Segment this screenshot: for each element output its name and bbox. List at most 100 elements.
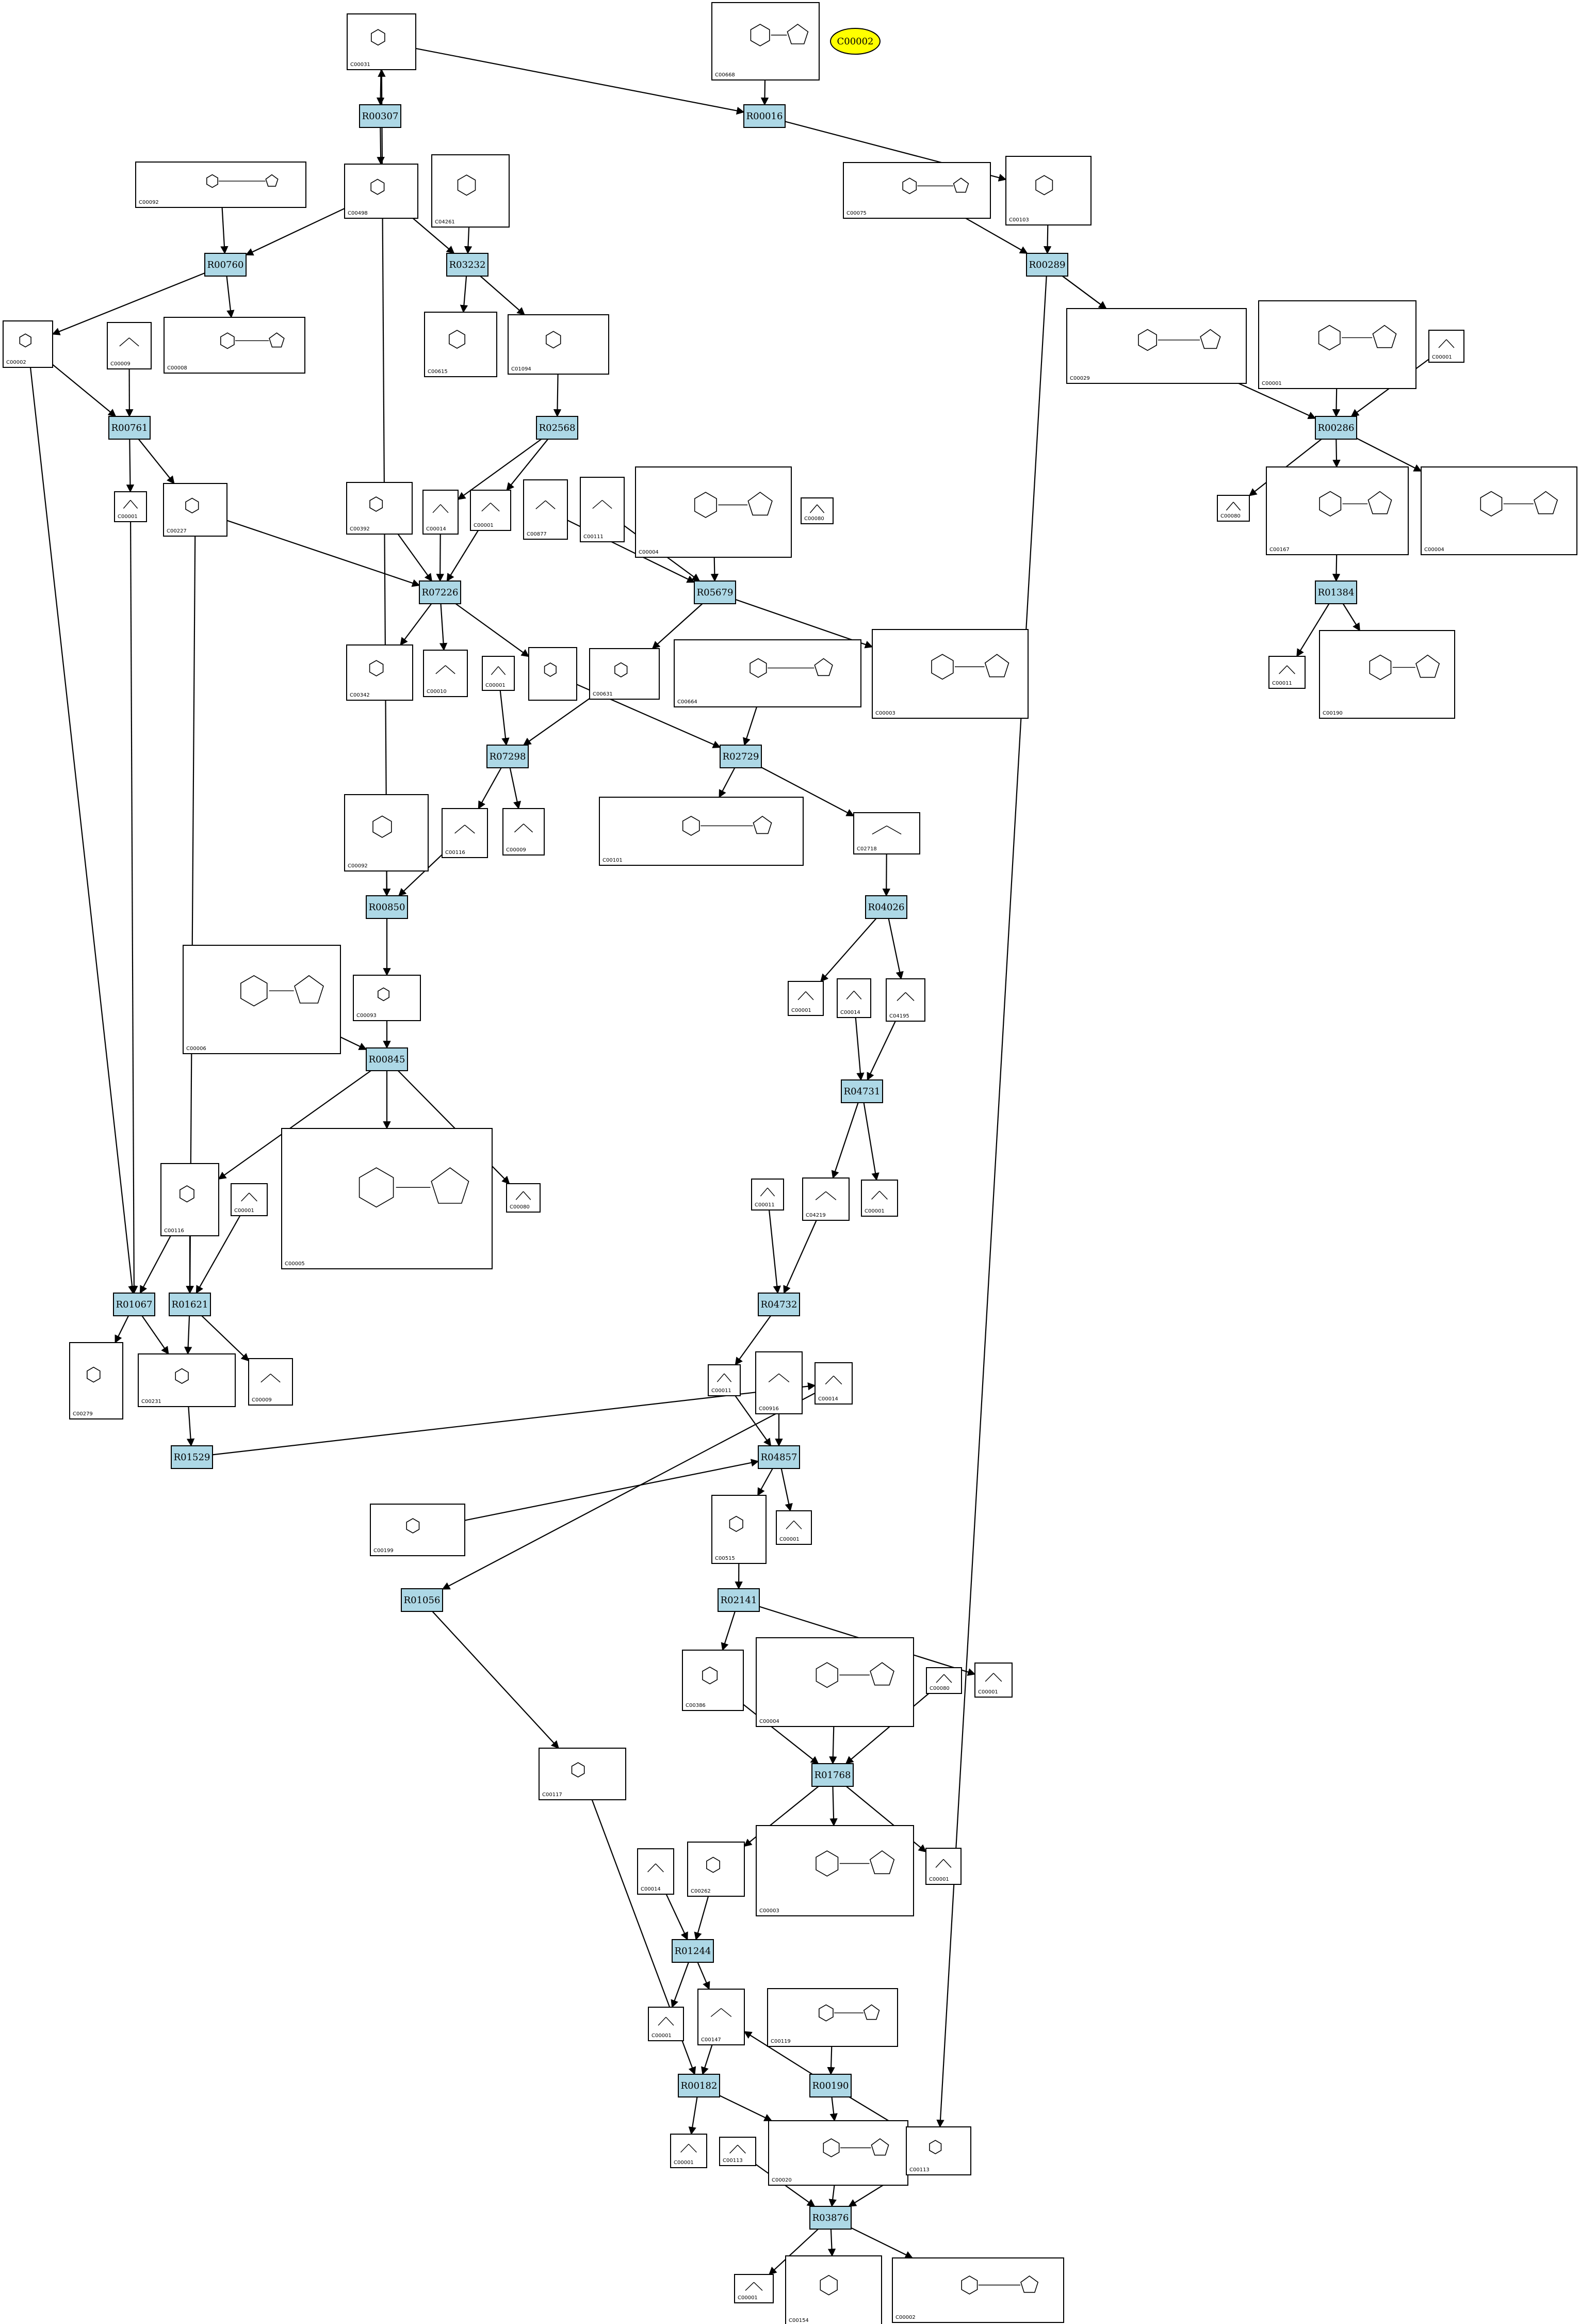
reaction-R00307[interactable]: R00307 [359, 104, 401, 128]
compound-C00116[interactable]: C00116 [442, 808, 488, 858]
compound-C00020[interactable]: C00020 [768, 2120, 908, 2186]
compound-C00009[interactable]: C00009 [248, 1358, 293, 1406]
reaction-R00850[interactable]: R00850 [366, 895, 408, 919]
compound-C00014[interactable]: C00014 [422, 490, 459, 535]
compound-C00001[interactable]: C00001 [1428, 330, 1464, 363]
reaction-R02729[interactable]: R02729 [720, 745, 762, 768]
compound-C00003[interactable]: C00003 [872, 629, 1029, 719]
compound-C00004[interactable]: C00004 [635, 466, 792, 558]
compound-C00010[interactable]: C00010 [423, 650, 468, 697]
compound-C00008[interactable]: C00008 [164, 317, 305, 374]
compound-C00001[interactable]: C00001 [670, 2134, 707, 2168]
compound-C00498[interactable]: C00498 [344, 164, 418, 219]
reaction-R00761[interactable]: R00761 [108, 416, 151, 440]
compound-C00092[interactable]: C00092 [135, 162, 306, 208]
reaction-R07226[interactable]: R07226 [419, 580, 461, 604]
compound-C00001[interactable]: C00001 [788, 981, 824, 1016]
compound-C00101[interactable]: C00101 [599, 797, 804, 866]
compound-C00167[interactable]: C00167 [1266, 466, 1409, 555]
compound-C00093[interactable]: C00093 [353, 975, 421, 1021]
reaction-R03876[interactable]: R03876 [809, 2206, 852, 2230]
compound-C00113[interactable]: C00113 [719, 2137, 756, 2166]
reaction-R01384[interactable]: R01384 [1315, 580, 1357, 604]
compound-C00006[interactable]: C00006 [183, 945, 341, 1054]
compound-C00001[interactable]: C00001 [925, 1848, 962, 1885]
compound-C00113[interactable]: C00113 [906, 2126, 971, 2175]
reaction-R01067[interactable]: R01067 [113, 1293, 155, 1316]
compound-C00001[interactable]: C00001 [114, 491, 147, 522]
compound-C00199[interactable]: C00199 [370, 1504, 465, 1556]
highlighted-compound[interactable]: C00002 [830, 28, 881, 55]
reaction-R04026[interactable]: R04026 [865, 895, 907, 919]
compound-C00004[interactable]: C00004 [1421, 466, 1577, 555]
reaction-R05679[interactable]: R05679 [694, 580, 736, 604]
compound-C00002[interactable]: C00002 [3, 320, 53, 368]
compound-C00147[interactable]: C00147 [697, 1989, 745, 2045]
compound-C00342[interactable]: C00342 [346, 644, 413, 701]
compound-C00262[interactable]: C00262 [687, 1842, 745, 1897]
compound-C00011[interactable]: C00011 [708, 1364, 741, 1396]
reaction-R00760[interactable]: R00760 [204, 253, 247, 277]
reaction-R00286[interactable]: R00286 [1315, 416, 1357, 440]
compound-C04261[interactable]: C04261 [431, 154, 510, 228]
compound-C00119[interactable]: C00119 [767, 1988, 898, 2047]
compound-C00080[interactable]: C00080 [801, 497, 834, 524]
compound-C00031[interactable]: C00031 [347, 13, 416, 70]
reaction-R04731[interactable]: R04731 [841, 1079, 883, 1103]
compound-C00037[interactable] [528, 647, 577, 701]
compound-C00877[interactable]: C00877 [523, 479, 568, 540]
reaction-R00190[interactable]: R00190 [809, 2074, 852, 2097]
compound-C00001[interactable]: C00001 [1258, 300, 1416, 389]
compound-C00075[interactable]: C00075 [843, 162, 991, 219]
reaction-R07298[interactable]: R07298 [486, 745, 529, 768]
reaction-R01768[interactable]: R01768 [811, 1763, 854, 1787]
compound-C00227[interactable]: C00227 [163, 483, 227, 537]
compound-C00003[interactable]: C00003 [756, 1825, 914, 1916]
compound-C04219[interactable]: C04219 [802, 1177, 850, 1221]
compound-C00011[interactable]: C00011 [1268, 656, 1306, 689]
compound-C00002[interactable]: C00002 [892, 2257, 1064, 2323]
reaction-R01621[interactable]: R01621 [169, 1293, 211, 1316]
compound-C00004[interactable]: C00004 [756, 1637, 914, 1727]
compound-C00014[interactable]: C00014 [637, 1848, 674, 1895]
compound-C00190[interactable]: C00190 [1319, 630, 1455, 719]
compound-C00001[interactable]: C00001 [861, 1180, 898, 1217]
compound-C00005[interactable]: C00005 [281, 1128, 493, 1269]
compound-C00080[interactable]: C00080 [506, 1183, 541, 1213]
compound-C00014[interactable]: C00014 [837, 978, 871, 1018]
compound-C00092[interactable]: C00092 [344, 794, 429, 872]
compound-C02718[interactable]: C02718 [853, 812, 920, 854]
compound-C00111[interactable]: C00111 [580, 477, 625, 542]
reaction-R02141[interactable]: R02141 [718, 1588, 760, 1612]
compound-C04195[interactable]: C04195 [886, 978, 925, 1022]
reaction-R04732[interactable]: R04732 [758, 1293, 800, 1316]
reaction-R03232[interactable]: R03232 [446, 253, 488, 277]
reaction-R00016[interactable]: R00016 [743, 104, 786, 128]
reaction-R01244[interactable]: R01244 [672, 1939, 714, 1963]
compound-C00001[interactable]: C00001 [482, 656, 515, 691]
compound-C00615[interactable]: C00615 [424, 312, 497, 377]
compound-C00029[interactable]: C00029 [1066, 308, 1247, 384]
compound-C00001[interactable]: C00001 [734, 2274, 774, 2303]
compound-C00014[interactable]: C00014 [815, 1362, 853, 1405]
compound-C00116[interactable]: C00116 [160, 1163, 219, 1236]
compound-C00668[interactable]: C00668 [711, 2, 820, 80]
compound-C00664[interactable]: C00664 [674, 639, 861, 707]
compound-C00231[interactable]: C00231 [138, 1353, 236, 1407]
compound-C00515[interactable]: C00515 [711, 1495, 767, 1564]
compound-C00080[interactable]: C00080 [926, 1667, 962, 1694]
reaction-R00182[interactable]: R00182 [678, 2074, 720, 2097]
compound-C00009[interactable]: C00009 [107, 322, 152, 369]
reaction-R00845[interactable]: R00845 [366, 1047, 408, 1071]
reaction-R00289[interactable]: R00289 [1026, 253, 1068, 277]
compound-C00001[interactable]: C00001 [231, 1183, 268, 1216]
compound-C00001[interactable]: C00001 [776, 1510, 812, 1545]
compound-C00117[interactable]: C00117 [539, 1748, 626, 1800]
compound-C00631[interactable]: C00631 [589, 648, 660, 700]
compound-C00080[interactable]: C00080 [1217, 495, 1250, 522]
compound-C00103[interactable]: C00103 [1005, 156, 1092, 225]
compound-C00279[interactable]: C00279 [69, 1342, 123, 1419]
compound-C00916[interactable]: C00916 [755, 1351, 803, 1414]
compound-C00386[interactable]: C00386 [682, 1650, 744, 1711]
reaction-R02568[interactable]: R02568 [536, 416, 578, 440]
